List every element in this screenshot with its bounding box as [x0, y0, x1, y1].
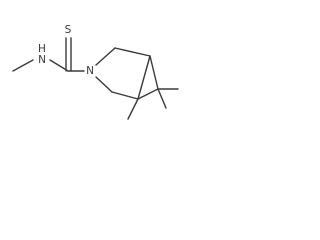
atom-nitrogen-ring: N	[86, 65, 94, 77]
bond-methyl-nh	[12, 59, 34, 72]
atom-sulfur: S	[65, 24, 72, 36]
bond-quaternary-bridgehead	[137, 55, 151, 100]
bond-quaternary-methyl	[127, 98, 139, 120]
bond-quaternary-cme2	[137, 88, 159, 100]
atom-labels: S N H N	[38, 24, 94, 77]
bond-ch2-quaternary	[111, 91, 139, 100]
bond-nh-c	[49, 59, 69, 72]
bonds	[12, 37, 179, 120]
atom-hydrogen-amine: H	[38, 43, 46, 55]
molecule-structure-diagram: S N H N	[12, 24, 179, 120]
bond-n-ch2-upper	[95, 47, 116, 66]
bond-n-ch2-lower	[95, 76, 113, 93]
bond-cme2-methyl-down	[157, 88, 167, 109]
bond-ch2-bridgehead	[114, 47, 151, 57]
bond-bridgehead-cme2	[149, 55, 159, 90]
atom-nitrogen-amine: N	[38, 54, 46, 66]
